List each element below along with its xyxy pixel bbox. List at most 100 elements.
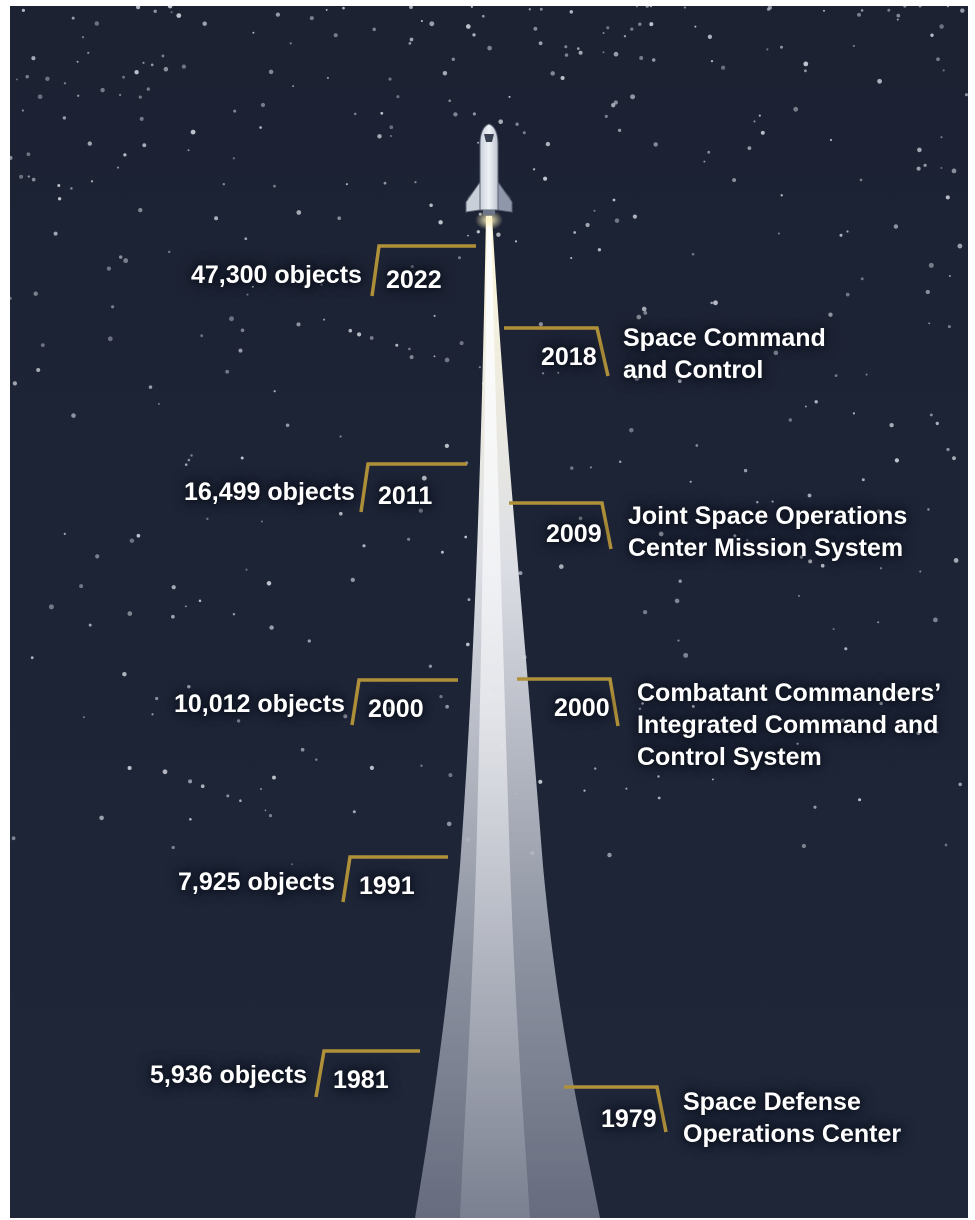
star bbox=[31, 56, 36, 61]
star bbox=[383, 181, 387, 185]
star bbox=[710, 59, 714, 63]
star bbox=[940, 167, 943, 169]
star bbox=[570, 256, 573, 260]
star bbox=[353, 112, 357, 116]
star-field bbox=[10, 6, 968, 866]
star bbox=[362, 544, 366, 548]
star bbox=[852, 44, 855, 47]
star bbox=[300, 747, 305, 752]
star bbox=[345, 183, 348, 186]
star bbox=[758, 114, 761, 117]
tick-2022 bbox=[370, 244, 476, 297]
star bbox=[947, 325, 951, 329]
star bbox=[859, 178, 863, 182]
star bbox=[564, 45, 568, 49]
star bbox=[550, 71, 555, 76]
debris-count-2000: 10,012 objects bbox=[174, 690, 345, 718]
star bbox=[753, 120, 756, 123]
star bbox=[766, 48, 769, 51]
star bbox=[453, 112, 458, 117]
star bbox=[937, 684, 940, 687]
star bbox=[635, 6, 638, 8]
engine-glow bbox=[475, 210, 503, 230]
debris-count-1991: 7,925 objects bbox=[178, 868, 336, 896]
star bbox=[11, 836, 16, 841]
star bbox=[171, 614, 175, 619]
star bbox=[918, 6, 922, 8]
star bbox=[372, 27, 376, 32]
star bbox=[936, 57, 940, 62]
star bbox=[238, 348, 243, 353]
star bbox=[832, 628, 835, 631]
star bbox=[796, 742, 799, 745]
star bbox=[887, 8, 891, 12]
star bbox=[88, 623, 92, 627]
star bbox=[539, 7, 543, 11]
star bbox=[418, 508, 423, 513]
debris-count-2011: 16,499 objects bbox=[184, 478, 355, 506]
star bbox=[325, 8, 328, 11]
star bbox=[629, 427, 634, 433]
star bbox=[803, 69, 807, 73]
milestone-year-1979: 1979 bbox=[601, 1105, 657, 1133]
debris-year-2022: 2022 bbox=[386, 266, 442, 294]
star bbox=[611, 103, 616, 108]
star bbox=[296, 210, 302, 215]
star bbox=[683, 6, 687, 9]
star bbox=[337, 216, 342, 221]
star bbox=[857, 12, 861, 17]
star bbox=[543, 176, 548, 181]
star bbox=[951, 168, 957, 174]
star bbox=[408, 347, 411, 351]
star bbox=[369, 765, 375, 771]
star bbox=[27, 175, 30, 178]
star bbox=[643, 311, 648, 315]
star bbox=[448, 99, 451, 103]
star bbox=[876, 509, 882, 514]
debris-year-2000: 2000 bbox=[368, 695, 424, 723]
star bbox=[808, 559, 813, 564]
star bbox=[111, 305, 115, 309]
star bbox=[747, 146, 752, 150]
star bbox=[129, 538, 135, 543]
star bbox=[771, 500, 774, 503]
star bbox=[188, 779, 193, 784]
star bbox=[677, 639, 680, 642]
star bbox=[106, 266, 112, 271]
star bbox=[289, 42, 292, 45]
star bbox=[694, 25, 697, 28]
star bbox=[71, 413, 76, 418]
star bbox=[171, 585, 176, 590]
star bbox=[828, 312, 833, 317]
star bbox=[803, 61, 809, 67]
star bbox=[409, 37, 414, 42]
star bbox=[428, 664, 433, 668]
star bbox=[845, 292, 850, 297]
star bbox=[957, 243, 963, 249]
star bbox=[420, 764, 423, 767]
star bbox=[840, 718, 845, 723]
star bbox=[107, 336, 113, 342]
star bbox=[793, 106, 799, 112]
star bbox=[457, 256, 462, 260]
star bbox=[780, 194, 783, 197]
star bbox=[807, 493, 812, 498]
star bbox=[53, 231, 58, 236]
star bbox=[146, 87, 150, 91]
timeline-ticks bbox=[314, 244, 668, 1133]
star bbox=[339, 511, 343, 516]
star bbox=[269, 625, 274, 630]
star bbox=[275, 12, 281, 17]
star bbox=[946, 447, 950, 452]
star bbox=[583, 789, 586, 792]
star bbox=[157, 402, 160, 405]
star bbox=[618, 460, 622, 464]
star bbox=[585, 222, 590, 228]
star bbox=[348, 328, 353, 333]
star bbox=[259, 787, 263, 791]
star bbox=[607, 852, 612, 858]
star bbox=[917, 147, 922, 153]
milestone-line: Joint Space Operations bbox=[628, 502, 908, 530]
star bbox=[777, 232, 780, 235]
star bbox=[928, 262, 934, 268]
